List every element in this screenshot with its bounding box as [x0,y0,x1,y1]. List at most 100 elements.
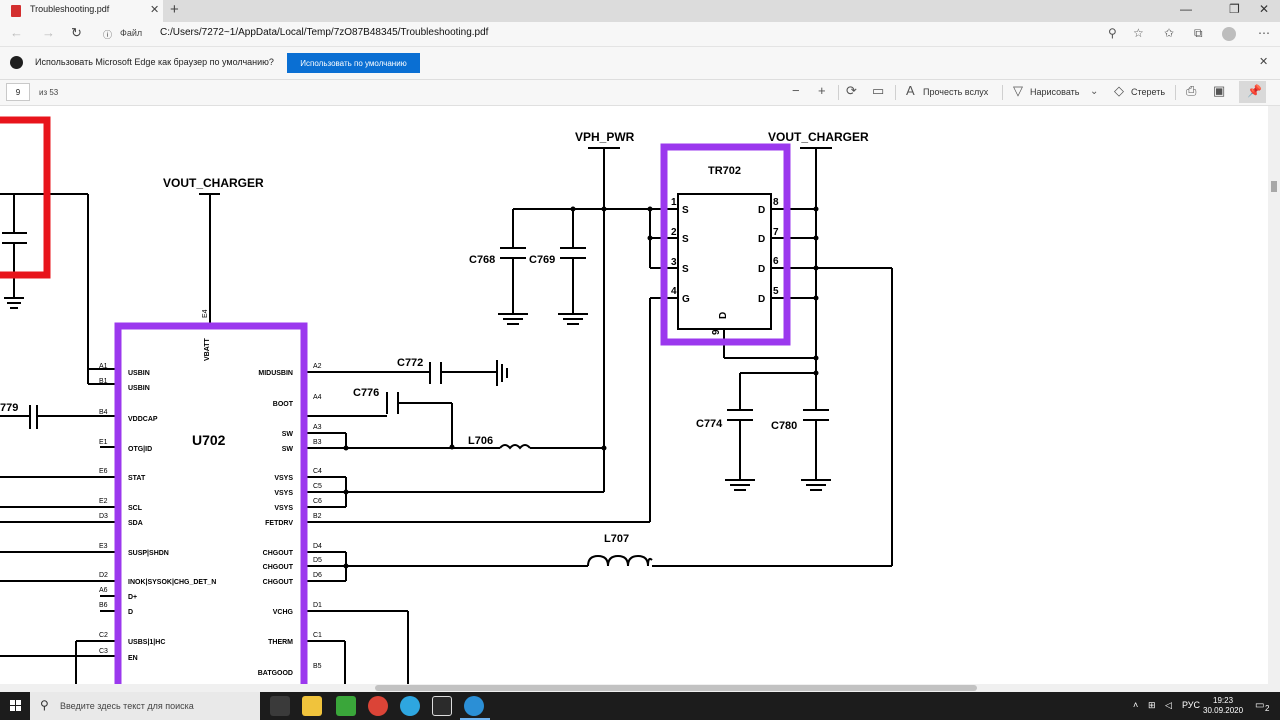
chrome-icon[interactable] [368,696,388,716]
url-field[interactable]: C:/Users/7272~1/AppData/Local/Temp/7zO87… [160,27,489,38]
taskbar-search[interactable]: ⚲ Введите здесь текст для поиска [30,692,260,720]
c779-label: 779 [0,402,18,414]
u702-ball-label: A1 [99,363,108,370]
volume-icon[interactable]: ◁ [1165,700,1172,710]
pdf-file-icon [11,5,21,17]
u702-highlight [114,322,308,684]
pdf-document-view[interactable]: VOUT_CHARGER VPH_PWR VOUT_CHARGER U702 T… [0,106,1268,684]
c774-label: C774 [696,418,723,430]
pdf-toolbar: 9 из 53 − + ⟳ ▭ A Прочесть вслух ▽ Нарис… [0,80,1280,106]
u702-ball-label: A6 [99,587,108,594]
notification-count: 2 [1265,704,1270,713]
edge-taskbar-icon[interactable] [464,696,484,716]
u702-ball-label: E6 [99,468,108,475]
vertical-scroll-thumb[interactable] [1271,181,1277,192]
tab-close-icon[interactable]: ✕ [150,4,160,16]
toolbar-divider [838,85,839,100]
draw-icon[interactable]: ▽ [1013,83,1023,98]
u702-ball-label: C3 [99,648,108,655]
print-icon[interactable]: ⎙ [1186,83,1197,98]
u702-pin-label: CHGOUT [263,579,294,586]
u702-pin-label: FETDRV [265,520,293,527]
save-icon[interactable]: ▣ [1213,83,1226,98]
c772-label: C772 [397,357,423,369]
notification-icon[interactable]: ▭ [1255,700,1265,711]
refresh-icon[interactable]: ↻ [71,25,82,40]
start-button[interactable] [0,692,30,720]
u702-pin-label: BOOT [273,401,294,408]
u702-label: U702 [192,432,226,448]
rotate-icon[interactable]: ⟳ [846,83,857,98]
u702-pin-label: D [128,609,133,616]
tray-chevron-icon[interactable]: ˄ [1133,700,1139,710]
u702-ball-label: C4 [313,468,322,475]
u702-pin-label: INOK|SYSOK|CHG_DET_N [128,579,216,586]
tr702-pin-name: S [682,205,689,216]
pin-toolbar-button[interactable]: 📌 [1239,81,1266,103]
7zip-icon[interactable] [432,696,452,716]
new-tab-button[interactable]: + [170,1,179,18]
favorites-icon[interactable]: ✩ [1164,26,1175,40]
info-icon[interactable]: ⓘ [103,30,113,40]
favorite-star-icon[interactable]: ☆ [1133,26,1144,40]
u702-pin-label: SW [282,431,294,438]
tr702-pin-name: D [758,294,765,305]
u702-ball-label: D4 [313,543,322,550]
fit-page-icon[interactable]: ▭ [872,83,885,98]
browser-tab[interactable]: Troubleshooting.pdf ✕ [0,0,163,22]
telegram-icon[interactable] [400,696,420,716]
vph-pwr-label: VPH_PWR [575,130,635,144]
u702-ball-label: D6 [313,572,322,579]
u702-pin-label: VDDCAP [128,416,158,423]
set-default-button[interactable]: Использовать по умолчанию [287,53,420,73]
u702-pin-label: OTG|ID [128,446,152,453]
tab-title: Troubleshooting.pdf [30,4,110,14]
more-menu-icon[interactable]: ⋯ [1258,26,1270,40]
zoom-out-icon[interactable]: − [792,83,800,98]
page-number-input[interactable]: 9 [6,83,30,101]
u702-pin-label: STAT [128,475,146,482]
forward-icon[interactable]: → [42,25,55,40]
horizontal-scrollbar[interactable] [0,684,1280,692]
window-close-icon[interactable]: ✕ [1259,2,1270,16]
u702-ball-label: A4 [313,394,322,401]
tr702-pin-number: 2 [671,227,677,238]
tr702-pin-name: D [758,264,765,275]
horizontal-scroll-thumb[interactable] [375,685,977,691]
u702-ball-label: A3 [313,424,322,431]
u702-pin-label: CHGOUT [263,550,294,557]
minimize-icon[interactable]: — [1180,2,1192,16]
network-icon[interactable]: ⊞ [1148,700,1156,710]
zoom-icon[interactable]: ⚲ [1108,26,1117,40]
collections-icon[interactable]: ⧉ [1194,26,1203,40]
tr702-pin-name: D [718,312,729,319]
vertical-scrollbar[interactable] [1268,106,1280,684]
tr702-pin-number: 4 [671,286,677,297]
infobar-close-icon[interactable]: ✕ [1259,56,1269,68]
e4-label: E4 [202,309,209,318]
game-app-icon[interactable] [336,696,356,716]
u702-ball-label: C6 [313,498,322,505]
chevron-down-icon[interactable]: ⌄ [1090,86,1099,97]
u702-pin-label: USBS|1|HC [128,639,165,646]
tr702-pin-number: 3 [671,257,677,268]
read-aloud-icon[interactable]: A [906,83,915,98]
eraser-icon[interactable]: ◇ [1114,83,1124,98]
file-explorer-icon[interactable] [302,696,322,716]
language-indicator[interactable]: РУС [1182,700,1201,710]
profile-avatar[interactable] [1222,27,1236,41]
back-icon[interactable]: ← [10,25,23,40]
u702-ball-label: B3 [313,439,322,446]
erase-button[interactable]: Стереть [1131,87,1166,97]
read-aloud-button[interactable]: Прочесть вслух [923,87,989,97]
clock[interactable]: 19:23 30.09.2020 [1203,696,1243,716]
tr702-pin-number: 8 [773,197,779,208]
schematic-diagram: VOUT_CHARGER VPH_PWR VOUT_CHARGER U702 T… [0,116,893,684]
u702-pin-label: USBIN [128,385,150,392]
toolbar-divider [1002,85,1003,100]
draw-button[interactable]: Нарисовать [1030,87,1080,97]
u702-pin-label: SDA [128,520,143,527]
maximize-icon[interactable]: ❐ [1229,2,1240,16]
zoom-in-icon[interactable]: + [818,83,826,98]
task-view-icon[interactable] [270,696,290,716]
